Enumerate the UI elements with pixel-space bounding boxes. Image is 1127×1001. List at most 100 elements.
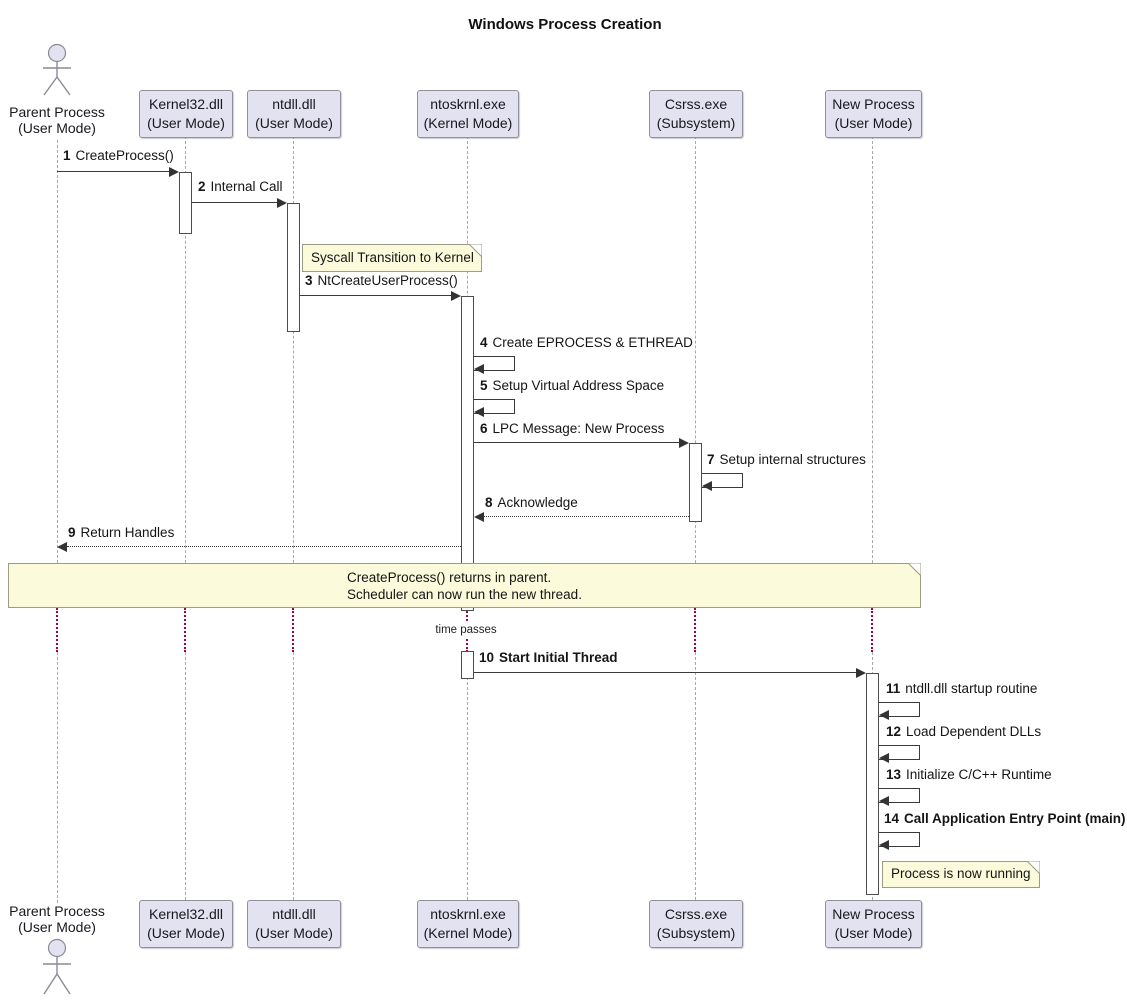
lifeline-newproc <box>872 136 873 608</box>
message-number: 3 <box>305 273 313 288</box>
arrow-head <box>474 512 484 522</box>
arrow-head <box>474 407 484 417</box>
actor-figure-top <box>43 43 71 96</box>
message-number: 5 <box>480 378 488 393</box>
message-9-arrow <box>67 546 461 547</box>
note-fold-icon <box>1027 861 1040 874</box>
message-2-arrow <box>192 202 278 203</box>
note-createprocess-returns: CreateProcess() returns in parent. Sched… <box>8 563 921 608</box>
message-number: 9 <box>68 525 76 540</box>
message-number: 1 <box>63 148 71 163</box>
message-number: 11 <box>886 681 901 696</box>
note-fold-icon <box>908 563 921 576</box>
time-passes-divider: time passes <box>427 623 505 637</box>
note-text: Syscall Transition to Kernel <box>311 250 474 265</box>
participant-mode: (User Mode) <box>255 115 333 131</box>
message-number: 8 <box>485 495 493 510</box>
message-number: 2 <box>198 179 206 194</box>
message-number: 13 <box>886 767 902 782</box>
message-12-selfloop <box>879 745 920 760</box>
note-process-running: Process is now running <box>882 861 1040 888</box>
message-number: 7 <box>707 452 715 467</box>
message-1-arrow <box>57 171 170 172</box>
lifeline-kernel32-delay <box>184 608 186 652</box>
participant-name: ntoskrnl.exe <box>430 96 506 112</box>
note-text-line2: Scheduler can now run the new thread. <box>347 586 582 602</box>
arrow-head <box>169 167 179 177</box>
arrow-head <box>879 753 889 763</box>
message-11-selfloop <box>879 702 920 717</box>
activation-ntoskrnl-2 <box>461 651 474 679</box>
participant-name: Parent Process <box>9 104 105 120</box>
participant-ntdll-top: ntdll.dll (User Mode) <box>247 90 341 138</box>
message-number: 10 <box>479 650 495 665</box>
actor-label-top: Parent Process (User Mode) <box>0 104 114 136</box>
participant-mode: (Kernel Mode) <box>423 925 513 941</box>
participant-kernel32-bottom: Kernel32.dll (User Mode) <box>139 900 233 948</box>
lifeline-csrss <box>695 136 696 608</box>
message-text: ntdll.dll startup routine <box>905 681 1038 696</box>
arrow-head <box>57 542 67 552</box>
message-text: NtCreateUserProcess() <box>317 273 458 288</box>
participant-name: New Process <box>832 906 915 922</box>
activation-newproc <box>866 673 879 895</box>
participant-name: ntdll.dll <box>272 96 316 112</box>
participant-name: ntoskrnl.exe <box>430 906 506 922</box>
lifeline-ntdll-lower <box>293 652 294 900</box>
actor-figure-bottom <box>43 938 71 995</box>
arrow-head <box>879 796 889 806</box>
activation-ntdll <box>287 203 300 332</box>
arrow-head <box>474 364 484 374</box>
message-6-arrow <box>474 442 679 443</box>
lifeline-csrss-lower <box>695 652 696 900</box>
lifeline-parent <box>57 140 58 608</box>
participant-ntoskrnl-top: ntoskrnl.exe (Kernel Mode) <box>417 90 519 138</box>
participant-csrss-bottom: Csrss.exe (Subsystem) <box>649 900 743 948</box>
participant-mode: (User Mode) <box>255 925 333 941</box>
activation-kernel32 <box>179 172 192 234</box>
arrow-head <box>879 710 889 720</box>
participant-mode: (User Mode) <box>147 925 225 941</box>
message-4-selfloop <box>474 356 515 371</box>
participant-kernel32-top: Kernel32.dll (User Mode) <box>139 90 233 138</box>
message-11-label: 11 ntdll.dll startup routine <box>886 681 1037 696</box>
diagram-title: Windows Process Creation <box>468 16 662 33</box>
arrow-head <box>451 291 461 301</box>
message-3-arrow <box>300 295 451 296</box>
lifeline-csrss-delay <box>694 608 696 652</box>
participant-name: New Process <box>832 96 915 112</box>
message-7-selfloop <box>702 473 743 488</box>
message-8-arrow <box>484 516 689 517</box>
arrow-head <box>702 481 712 491</box>
activation-csrss <box>689 443 702 522</box>
message-text: Start Initial Thread <box>499 650 618 665</box>
participant-mode: (User Mode) <box>18 120 96 136</box>
participant-newprocess-bottom: New Process (User Mode) <box>825 900 922 948</box>
lifeline-kernel32-lower <box>185 652 186 900</box>
message-text: LPC Message: New Process <box>492 421 665 436</box>
participant-mode: (Subsystem) <box>656 115 736 131</box>
message-10-arrow <box>474 672 856 673</box>
participant-name: Csrss.exe <box>664 96 728 112</box>
message-text: Load Dependent DLLs <box>906 724 1042 739</box>
lifeline-newproc-delay <box>871 608 873 652</box>
participant-name: ntdll.dll <box>272 906 316 922</box>
participant-mode: (Subsystem) <box>656 925 736 941</box>
message-14-selfloop <box>879 832 920 847</box>
lifeline-parent-lower <box>57 652 58 903</box>
arrow-head <box>879 840 889 850</box>
note-syscall-transition: Syscall Transition to Kernel <box>302 244 482 272</box>
actor-label-bottom: Parent Process (User Mode) <box>0 903 114 935</box>
message-13-selfloop <box>879 788 920 803</box>
message-number: 14 <box>884 811 900 826</box>
